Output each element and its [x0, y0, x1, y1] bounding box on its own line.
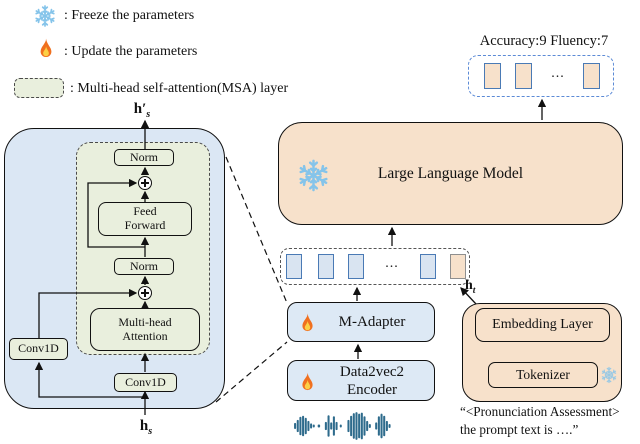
msa-swatch-icon: [14, 78, 64, 98]
output-token: [484, 63, 501, 89]
score-output-text: Accuracy:9 Fluency:7: [479, 33, 609, 49]
conv1d-main-block: Conv1D: [114, 373, 177, 392]
flame-icon: [40, 38, 52, 58]
speech-token: [348, 254, 364, 279]
llm-label: Large Language Model: [377, 164, 524, 182]
prompt-text-line2: the prompt text is ….”: [460, 422, 579, 437]
flame-icon: [302, 313, 313, 332]
llm-block: Large Language Model: [278, 122, 623, 225]
encoder-label: Data2vec2 Encoder: [339, 363, 405, 398]
output-token: [515, 63, 532, 89]
norm-mid-block: Norm: [114, 258, 174, 275]
embedding-layer-block: Embedding Layer: [475, 308, 610, 342]
feed-forward-block: Feed Forward: [98, 202, 192, 236]
input-token-row: [280, 248, 470, 285]
output-ellipsis: ...: [551, 66, 565, 81]
text-token: [450, 254, 466, 279]
token-ellipsis: ...: [385, 256, 399, 271]
snowflake-icon: [296, 158, 331, 193]
text-embedding-label: ht: [465, 278, 476, 296]
multi-head-attention-block: Multi-head Attention: [90, 308, 200, 351]
output-token: [583, 63, 600, 89]
hidden-state-output-label: h′s: [133, 101, 151, 120]
prompt-text-line1: “<Pronunciation Assessment>: [460, 404, 620, 419]
audio-waveform-icon: [294, 412, 391, 440]
data2vec2-encoder-block: Data2vec2 Encoder: [287, 360, 435, 401]
speech-token: [318, 254, 334, 279]
m-adapter-label: M-Adapter: [338, 313, 406, 330]
tokenizer-block: Tokenizer: [488, 362, 598, 388]
legend-msa-label: : Multi-head self-attention(MSA) layer: [70, 81, 289, 96]
hidden-state-input-label: hs: [139, 418, 153, 437]
snowflake-icon: [600, 366, 618, 384]
m-adapter-block: M-Adapter: [287, 302, 435, 342]
legend-freeze-label: : Freeze the parameters: [64, 8, 195, 23]
flame-icon: [302, 372, 313, 391]
legend-update-label: : Update the parameters: [64, 44, 198, 59]
add-circle-top-icon: [138, 176, 152, 190]
add-circle-bottom-icon: [138, 286, 152, 300]
snowflake-icon: [33, 4, 57, 28]
norm-top-block: Norm: [114, 149, 174, 166]
conv1d-left-block: Conv1D: [9, 338, 68, 360]
speech-token: [420, 254, 436, 279]
speech-token: [286, 254, 302, 279]
